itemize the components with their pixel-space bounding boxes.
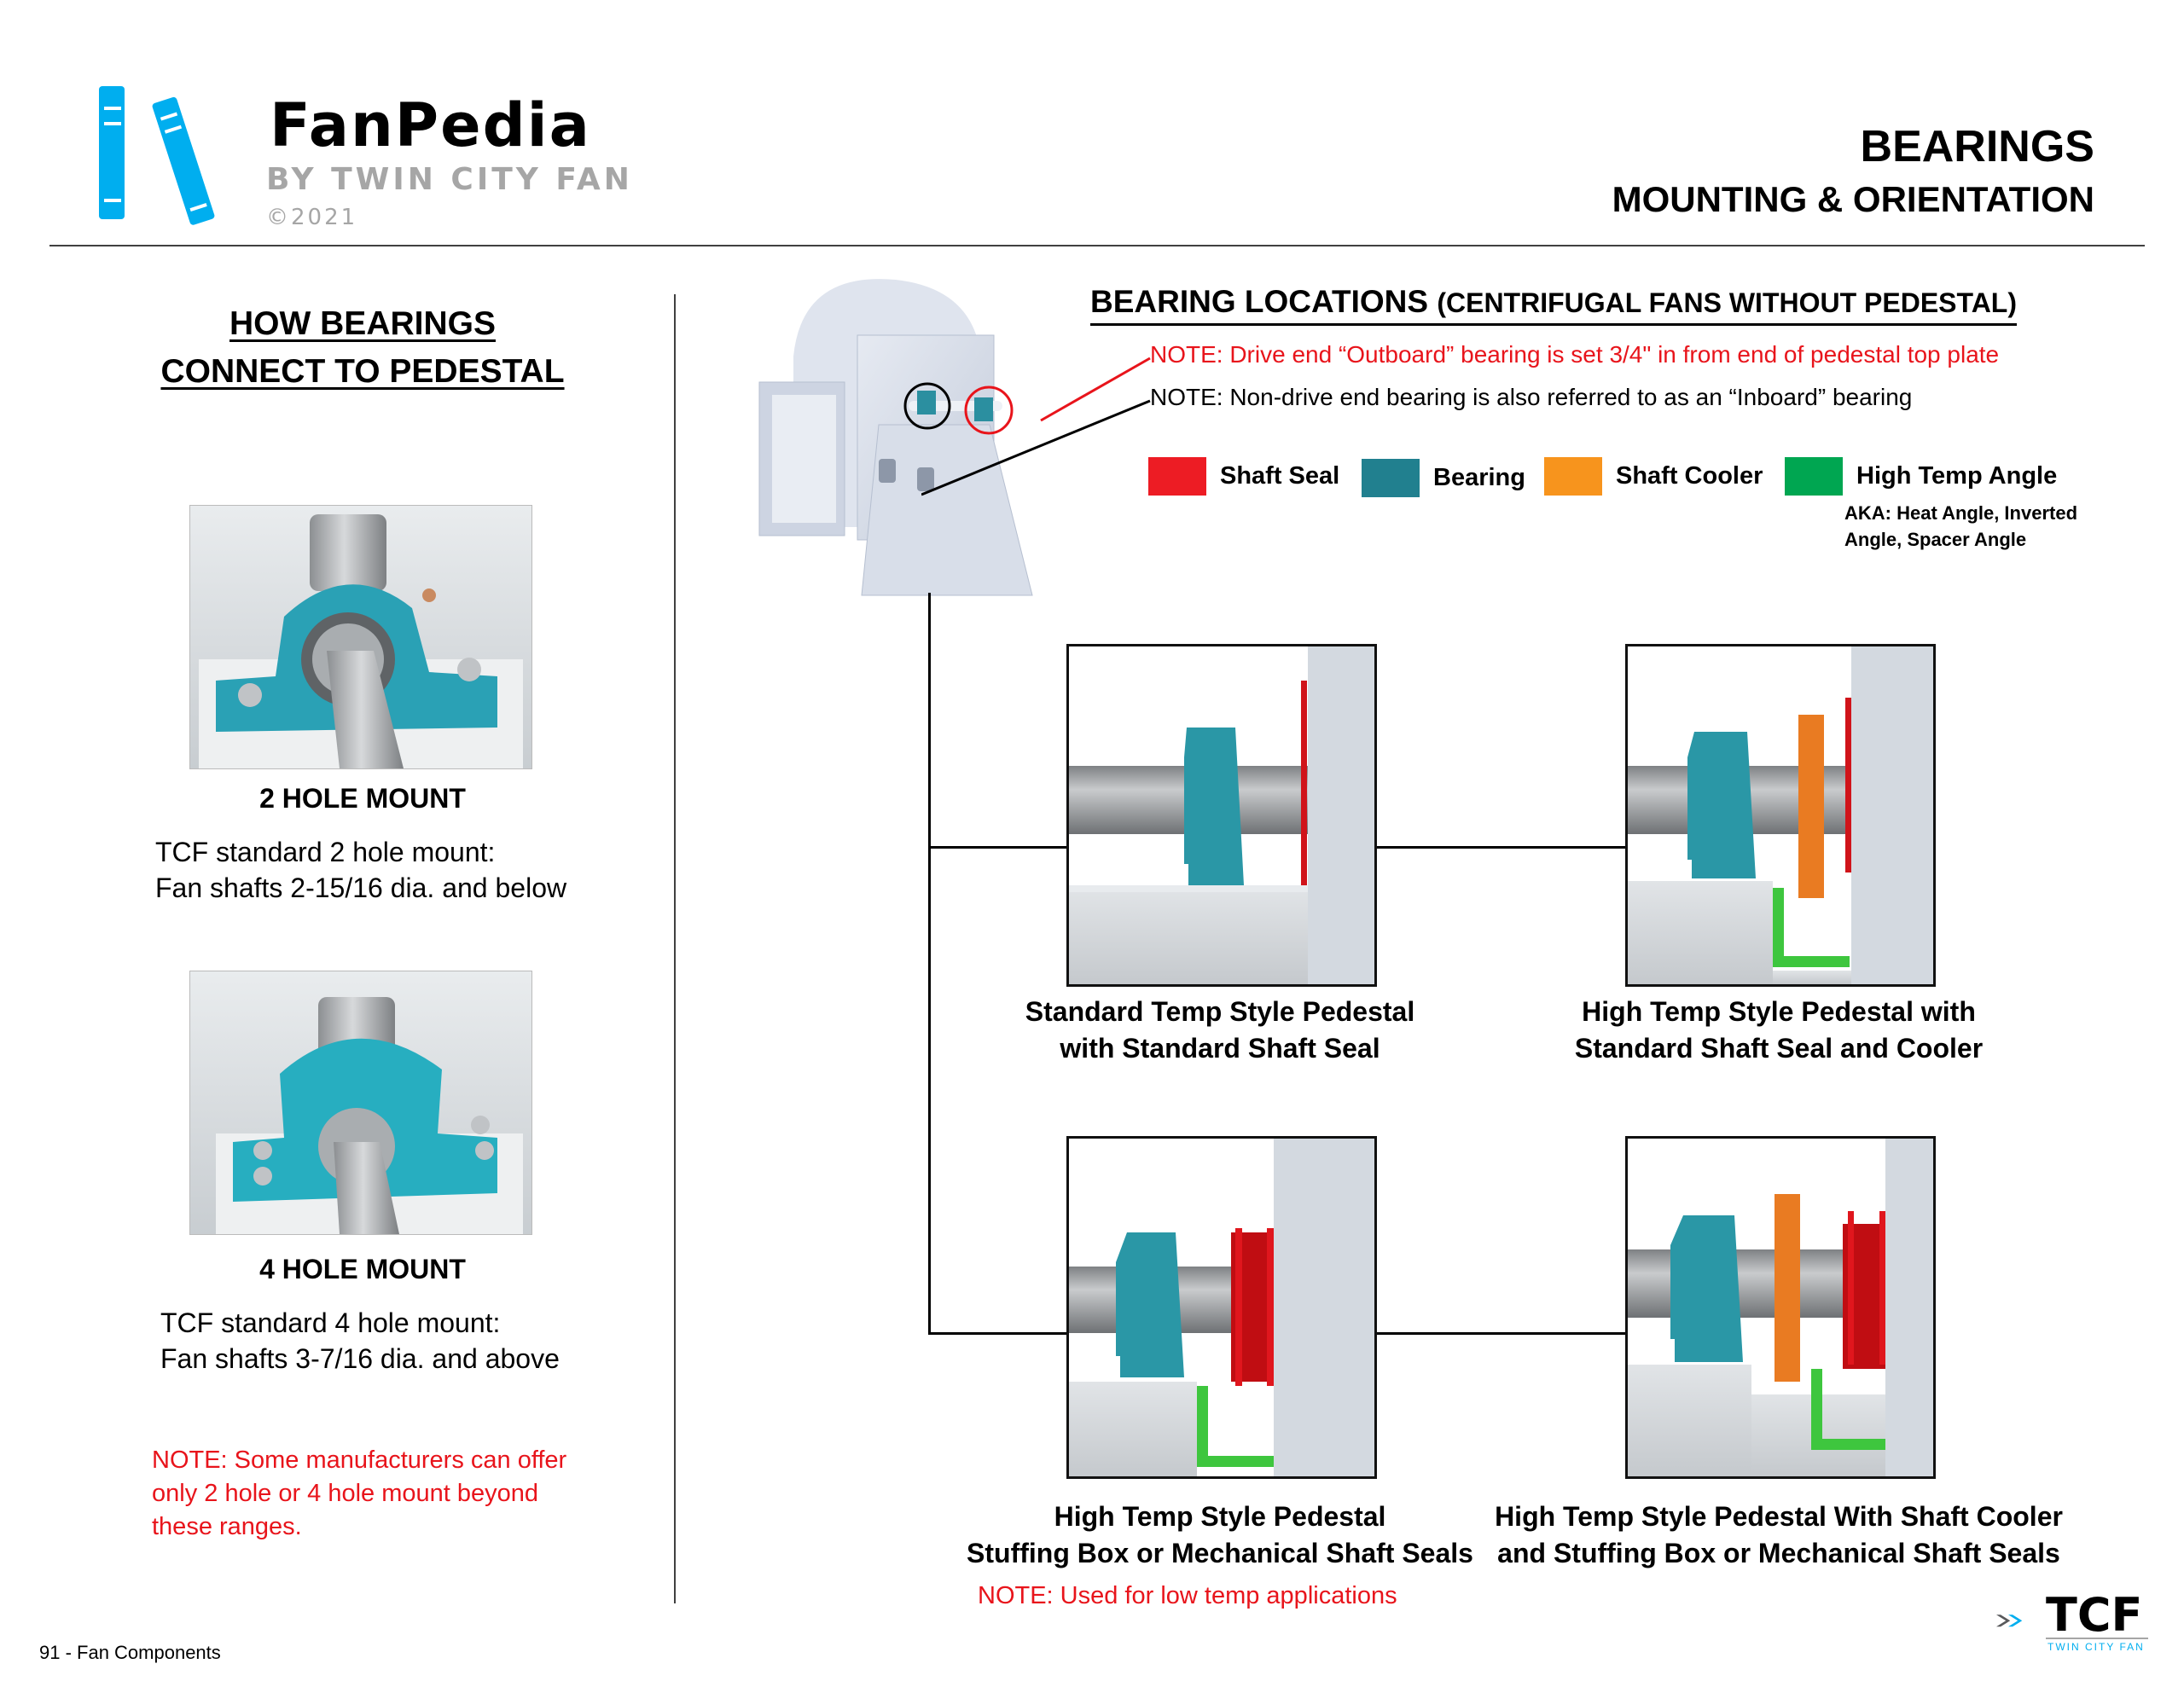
inboard-bearing-note: NOTE: Non-drive end bearing is also refe…: [1150, 384, 1913, 410]
four-hole-desc-line1: TCF standard 4 hole mount:: [160, 1307, 501, 1338]
tcf-logo-rule: [2046, 1638, 2148, 1639]
caption-high-temp-cooler: High Temp Style Pedestal with Standard S…: [1536, 994, 2022, 1067]
tcf-logo: TCF Twin City Fan: [1996, 1590, 2150, 1661]
two-hole-mount-title: 2 HOLE MOUNT: [259, 783, 466, 814]
caption-line1: High Temp Style Pedestal: [1054, 1501, 1386, 1532]
left-heading-line1: HOW BEARINGS: [229, 305, 496, 342]
caption-line1: High Temp Style Pedestal With Shaft Cool…: [1495, 1501, 2063, 1532]
caption-line2: with Standard Shaft Seal: [1060, 1033, 1380, 1064]
caption-line1: High Temp Style Pedestal with: [1582, 996, 1976, 1027]
mount-range-note: NOTE: Some manufacturers can offer only …: [152, 1444, 566, 1544]
two-hole-desc-line2: Fan shafts 2-15/16 dia. and below: [155, 872, 567, 903]
aka-line1: AKA: Heat Angle, Inverted: [1844, 502, 2078, 524]
bearing-swatch: [1362, 459, 1420, 497]
centrifugal-fan-illustration: [758, 279, 1033, 596]
bearing-locations-subheading: (CENTRIFUGAL FANS WITHOUT PEDESTAL): [1437, 287, 2017, 318]
outboard-bearing-note: NOTE: Drive end “Outboard” bearing is se…: [1150, 341, 2000, 368]
legend-high-temp-angle: High Temp Angle: [1785, 457, 2057, 496]
caption-high-temp-stuffing-box: High Temp Style Pedestal Stuffing Box or…: [964, 1499, 1476, 1572]
high-temp-angle-swatch: [1785, 457, 1843, 496]
diagram-high-temp-stuffing-box: [1066, 1136, 1377, 1479]
chevron-icon-blue: [2008, 1615, 2023, 1627]
brand-name: FanPedia: [270, 90, 591, 160]
legend-shaft-cooler: Shaft Cooler: [1544, 457, 1763, 496]
inboard-bearing-marker: [903, 382, 951, 430]
page-footer: 91 - Fan Components: [39, 1642, 221, 1663]
caption-line2: and Stuffing Box or Mechanical Shaft Sea…: [1497, 1538, 2060, 1568]
four-hole-mount-photo: [189, 971, 532, 1235]
brand-copyright: ©2021: [266, 205, 358, 230]
tcf-logo-text: TCF: [2046, 1588, 2143, 1642]
column-divider: [674, 294, 676, 1603]
left-heading-line2: CONNECT TO PEDESTAL: [160, 353, 565, 390]
two-hole-mount-photo: [189, 505, 532, 769]
connector-row1-mid: [1372, 846, 1628, 849]
caption-line2: Stuffing Box or Mechanical Shaft Seals: [967, 1538, 1473, 1568]
outboard-bearing-marker: [964, 386, 1014, 435]
low-temp-note: NOTE: Used for low temp applications: [978, 1582, 1397, 1609]
diagram-high-temp-cooler-stuffing-box: [1625, 1136, 1936, 1479]
left-heading: HOW BEARINGS CONNECT TO PEDESTAL: [102, 300, 623, 396]
caption-line1: Standard Temp Style Pedestal: [1025, 996, 1415, 1027]
high-temp-angle-aka: AKA: Heat Angle, Inverted Angle, Spacer …: [1844, 500, 2077, 553]
diagram-high-temp-cooler: [1625, 644, 1936, 987]
diagram-standard-temp: [1066, 644, 1377, 987]
caption-line2: Standard Shaft Seal and Cooler: [1574, 1033, 1984, 1064]
legend-bearing: Bearing: [1362, 459, 1525, 497]
note-line3: these ranges.: [152, 1513, 302, 1540]
legend-label: Shaft Cooler: [1616, 462, 1763, 490]
header-divider: [49, 245, 2145, 246]
four-hole-mount-desc: TCF standard 4 hole mount: Fan shafts 3-…: [160, 1305, 560, 1377]
connector-vertical: [928, 593, 931, 1335]
legend-label: High Temp Angle: [1856, 462, 2058, 490]
bearing-locations-heading: BEARING LOCATIONS: [1090, 284, 1429, 319]
bearing-locations-title: BEARING LOCATIONS (CENTRIFUGAL FANS WITH…: [1090, 283, 2017, 326]
leader-lines: [921, 357, 1151, 496]
note-line2: only 2 hole or 4 hole mount beyond: [152, 1480, 539, 1507]
connector-row1-left: [928, 846, 1069, 849]
tcf-logo-sub: Twin City Fan: [2048, 1641, 2145, 1653]
legend-shaft-seal: Shaft Seal: [1148, 457, 1339, 496]
shaft-cooler-swatch: [1544, 457, 1602, 496]
books-icon: [99, 86, 215, 225]
aka-line2: Angle, Spacer Angle: [1844, 529, 2027, 550]
chevron-icon: [1996, 1615, 2011, 1627]
connector-row2-left: [928, 1332, 1069, 1335]
page-subtitle: MOUNTING & ORIENTATION: [1612, 179, 2094, 219]
two-hole-desc-line1: TCF standard 2 hole mount:: [155, 837, 496, 867]
legend-label: Bearing: [1433, 464, 1525, 491]
connector-row2-mid: [1372, 1332, 1628, 1335]
four-hole-mount-title: 4 HOLE MOUNT: [259, 1254, 466, 1284]
brand-byline: by Twin City Fan: [266, 162, 633, 197]
legend-label: Shaft Seal: [1220, 462, 1340, 490]
two-hole-mount-desc: TCF standard 2 hole mount: Fan shafts 2-…: [155, 834, 566, 906]
shaft-seal-swatch: [1148, 457, 1206, 496]
note-line1: NOTE: Some manufacturers can offer: [152, 1446, 567, 1474]
page-title: BEARINGS: [1860, 122, 2094, 171]
caption-standard-temp: Standard Temp Style Pedestal with Standa…: [990, 994, 1450, 1067]
caption-high-temp-cooler-stuffing-box: High Temp Style Pedestal With Shaft Cool…: [1484, 1499, 2073, 1572]
four-hole-desc-line2: Fan shafts 3-7/16 dia. and above: [160, 1343, 560, 1374]
